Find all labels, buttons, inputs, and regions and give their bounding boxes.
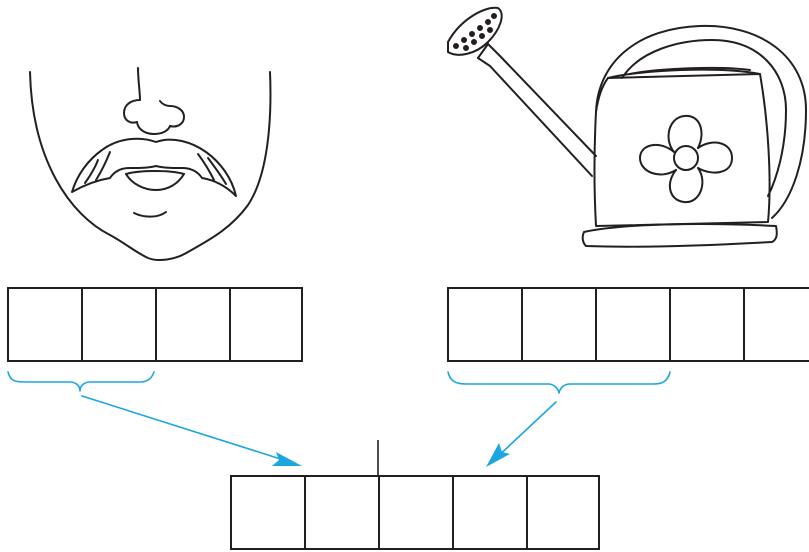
left-word-cell[interactable]: [81, 287, 157, 362]
right-word-cell[interactable]: [447, 287, 523, 362]
answer-word-cell[interactable]: [452, 475, 528, 550]
answer-word-cells: [230, 475, 600, 550]
left-word-cell[interactable]: [155, 287, 231, 362]
right-arrow: [486, 401, 557, 467]
flower-decoration: [639, 114, 733, 204]
watering-can-icon: [447, 6, 807, 248]
right-word-cells: [447, 287, 809, 362]
left-word-cell[interactable]: [229, 287, 303, 362]
right-word-cell[interactable]: [743, 287, 809, 362]
answer-word-cell[interactable]: [230, 475, 306, 550]
face-with-mustache-icon: [29, 67, 272, 261]
answer-word-cell[interactable]: [304, 475, 380, 550]
left-bracket: [7, 371, 155, 392]
right-bracket: [447, 371, 671, 394]
left-arrow: [81, 395, 302, 466]
answer-word-cell[interactable]: [526, 475, 600, 550]
left-word-cell[interactable]: [7, 287, 83, 362]
left-word-cells: [7, 287, 303, 362]
right-word-cell[interactable]: [521, 287, 597, 362]
right-word-cell[interactable]: [595, 287, 671, 362]
answer-word-cell[interactable]: [378, 475, 454, 550]
right-word-cell[interactable]: [669, 287, 745, 362]
